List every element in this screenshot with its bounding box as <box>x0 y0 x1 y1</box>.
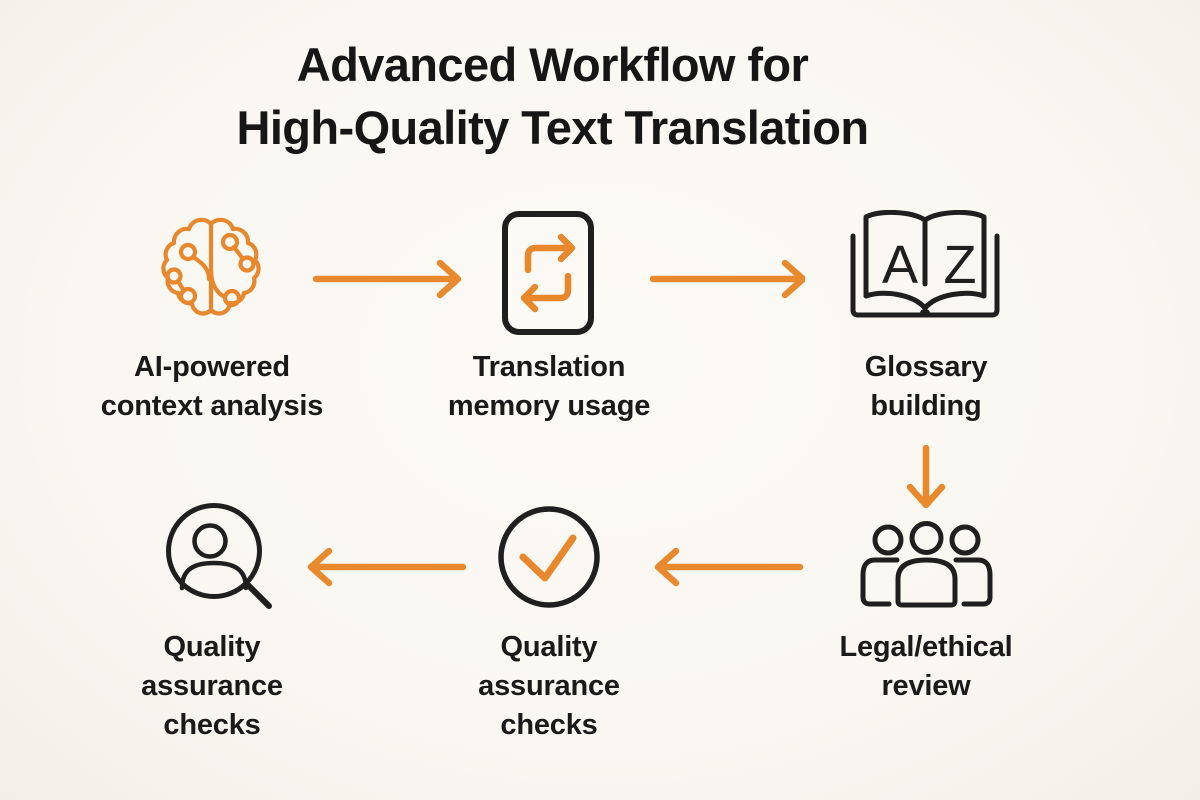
arrow-right-icon <box>313 259 462 299</box>
title-line-2: High-Quality Text Translation <box>236 101 870 154</box>
step-label-quality-assurance-checks: Quality assurance checks <box>141 631 283 741</box>
person-magnifier-icon <box>166 503 272 609</box>
repeat-loop-icon <box>502 211 594 335</box>
arrow-down-icon <box>906 445 946 509</box>
arrow-left-icon <box>307 547 466 587</box>
open-book-az-icon: A Z <box>850 210 1000 318</box>
step-label-quality-assurance-checks: Quality assurance checks <box>478 631 620 741</box>
title-line-1: Advanced Workflow for <box>296 38 809 91</box>
book-letter-a: A <box>882 235 918 295</box>
book-letter-z: Z <box>944 235 977 295</box>
brain-circuit-icon <box>161 217 261 316</box>
step-label-glossary-building: Glossary building <box>864 351 988 422</box>
step-label-ai-context-analysis: AI-powered context analysis <box>100 351 324 422</box>
arrow-left-icon <box>654 547 803 587</box>
page-title: Advanced Workflow for High-Quality Text … <box>0 33 1105 159</box>
arrow-right-icon <box>650 259 805 299</box>
step-label-translation-memory: Translation memory usage <box>447 351 651 422</box>
step-label-legal-ethical-review: Legal/ethical review <box>839 631 1013 702</box>
check-circle-icon <box>498 506 600 608</box>
people-group-icon <box>860 521 993 608</box>
